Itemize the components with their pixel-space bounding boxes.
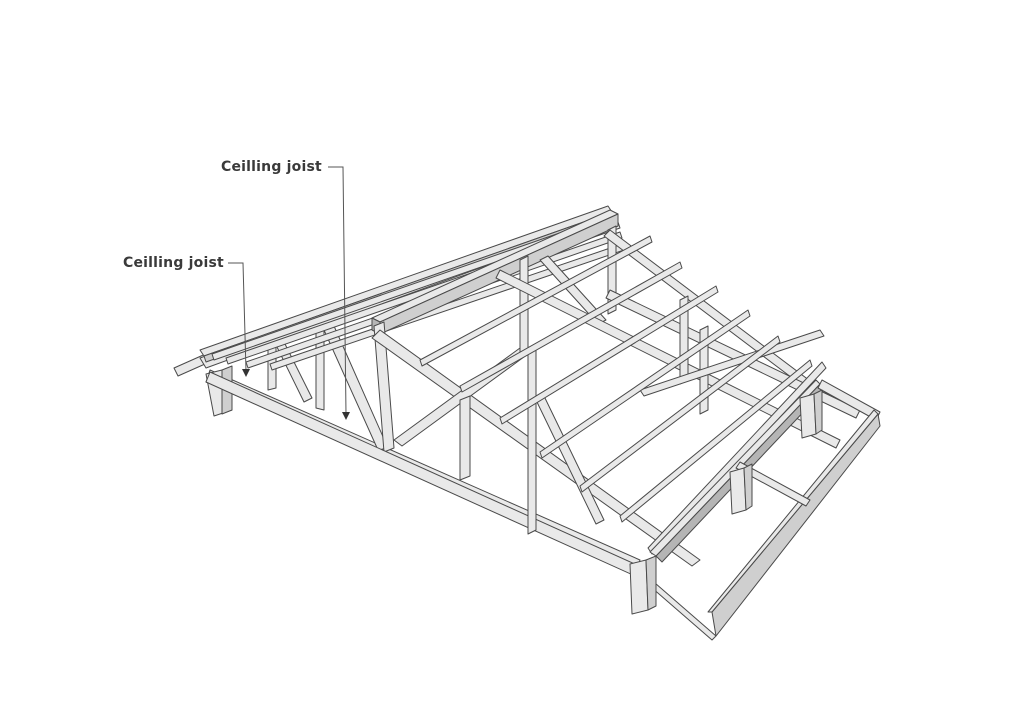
ceiling-joist-label-top: Ceilling joist — [221, 159, 322, 175]
arrow-head-2 — [242, 369, 250, 377]
leader-line-2 — [228, 262, 247, 372]
ceiling-joist-label-left: Ceilling joist — [123, 255, 224, 271]
arrow-head-1 — [342, 412, 350, 420]
leader-lines — [228, 166, 350, 420]
front-purlins — [419, 235, 827, 555]
posts — [629, 389, 823, 615]
front-truss — [205, 321, 701, 581]
leader-line-1 — [328, 166, 347, 415]
